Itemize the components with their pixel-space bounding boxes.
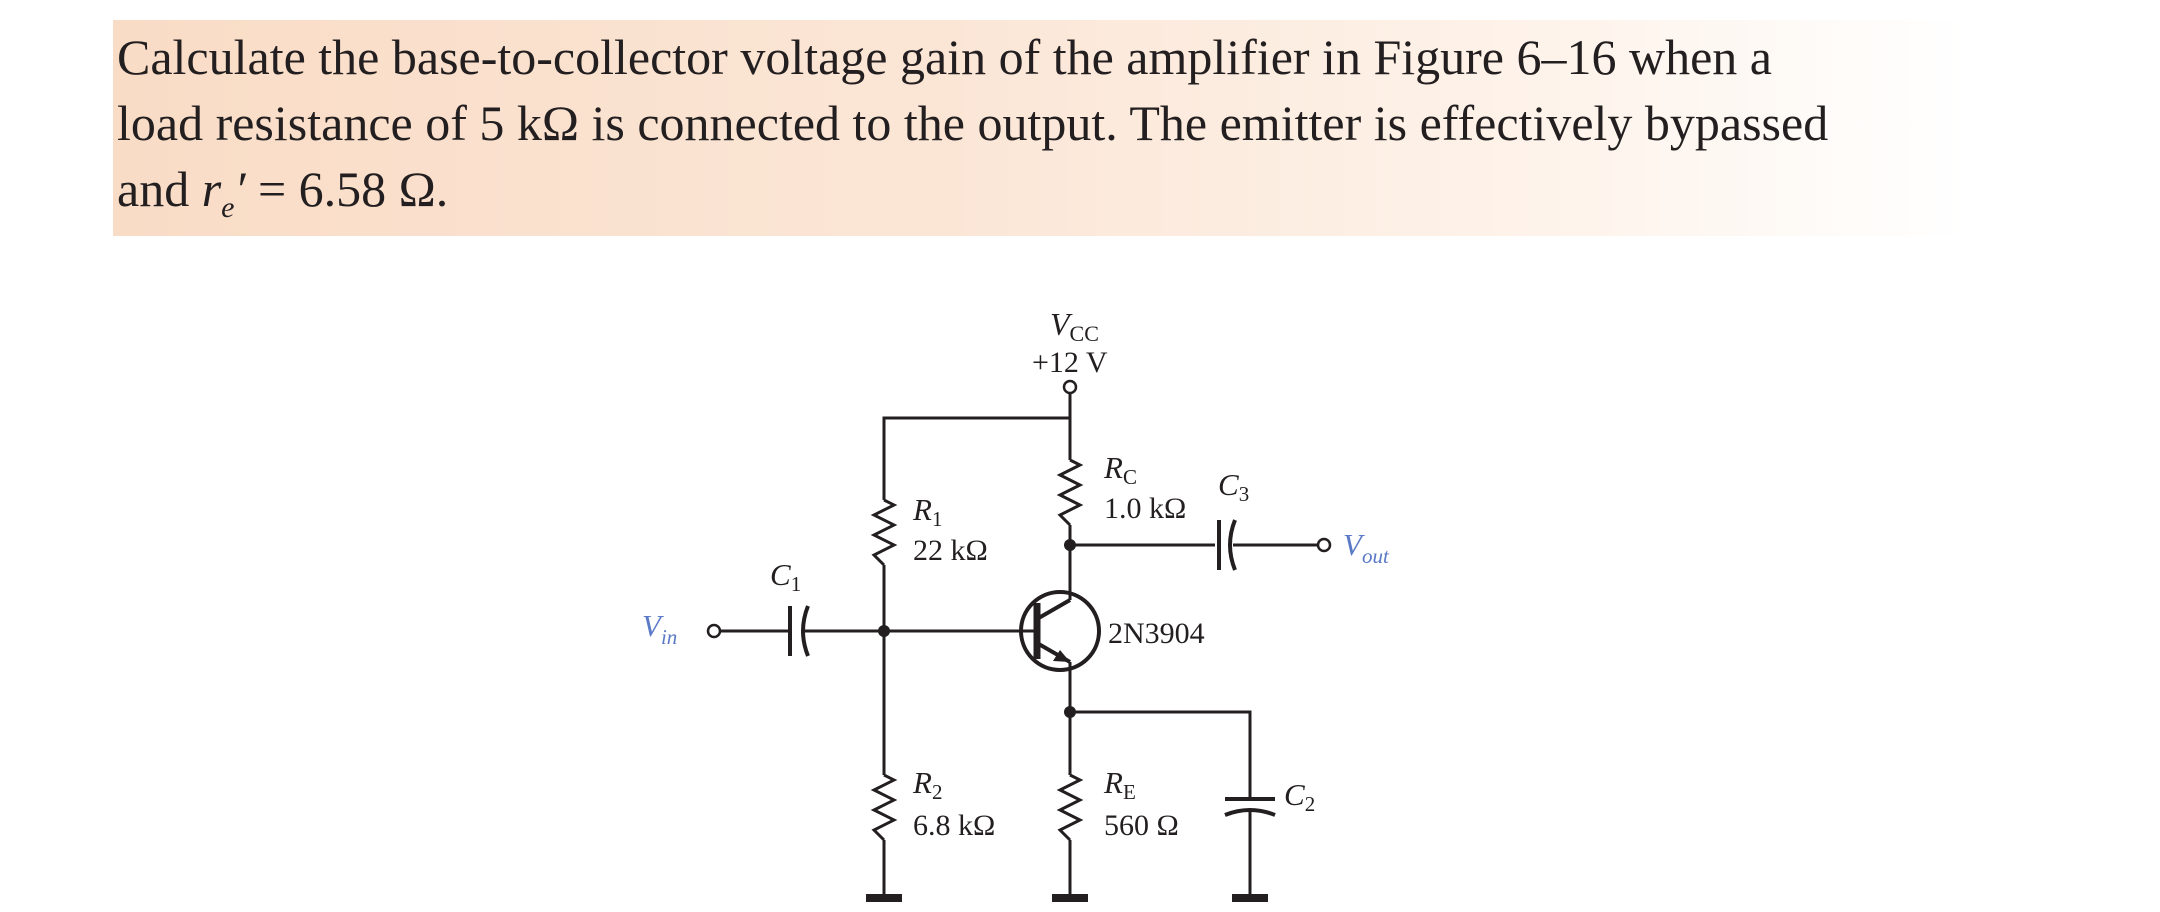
r1-value: 22 kΩ bbox=[913, 534, 988, 567]
rc-value: 1.0 kΩ bbox=[1104, 492, 1186, 525]
vin-label: Vin bbox=[642, 608, 677, 649]
re-prime-symbol: re′ bbox=[201, 161, 246, 224]
vcc-label: VCC bbox=[1050, 306, 1099, 346]
rc-label: RC bbox=[1103, 450, 1137, 489]
r1-resistor bbox=[870, 498, 898, 567]
vcc-terminal bbox=[1062, 379, 1078, 395]
problem-line-1: Calculate the base-to-collector voltage … bbox=[117, 29, 1772, 85]
problem-line-2: load resistance of 5 kΩ is connected to … bbox=[117, 95, 1829, 151]
c1-capacitor bbox=[788, 605, 810, 657]
r2-resistor bbox=[870, 773, 898, 842]
problem-line-3-prefix: and bbox=[117, 161, 190, 217]
c3-label: C3 bbox=[1218, 467, 1249, 506]
c2-capacitor bbox=[1224, 797, 1276, 817]
problem-statement: Calculate the base-to-collector voltage … bbox=[117, 24, 1957, 224]
c2-label: C2 bbox=[1284, 777, 1315, 816]
vout-terminal bbox=[1316, 537, 1332, 553]
problem-line-3-value: = 6.58 Ω. bbox=[245, 161, 449, 217]
npn-transistor bbox=[1019, 590, 1101, 672]
rc-resistor bbox=[1056, 458, 1084, 527]
junction-dots bbox=[878, 539, 1076, 718]
transistor-part-label: 2N3904 bbox=[1108, 617, 1205, 650]
re-value: 560 Ω bbox=[1104, 809, 1179, 842]
vcc-value: +12 V bbox=[1032, 346, 1108, 379]
re-resistor bbox=[1056, 773, 1084, 842]
r1-label: R1 bbox=[912, 492, 942, 531]
vin-terminal bbox=[706, 623, 722, 639]
r2-label: R2 bbox=[912, 765, 942, 804]
r2-value: 6.8 kΩ bbox=[913, 809, 995, 842]
re-label: RE bbox=[1103, 765, 1136, 804]
circuit-wires bbox=[720, 392, 1318, 895]
c1-label: C1 bbox=[770, 557, 801, 596]
problem-statement-box: Calculate the base-to-collector voltage … bbox=[113, 20, 1963, 236]
c3-capacitor bbox=[1217, 519, 1237, 571]
vout-label: Vout bbox=[1343, 527, 1390, 568]
